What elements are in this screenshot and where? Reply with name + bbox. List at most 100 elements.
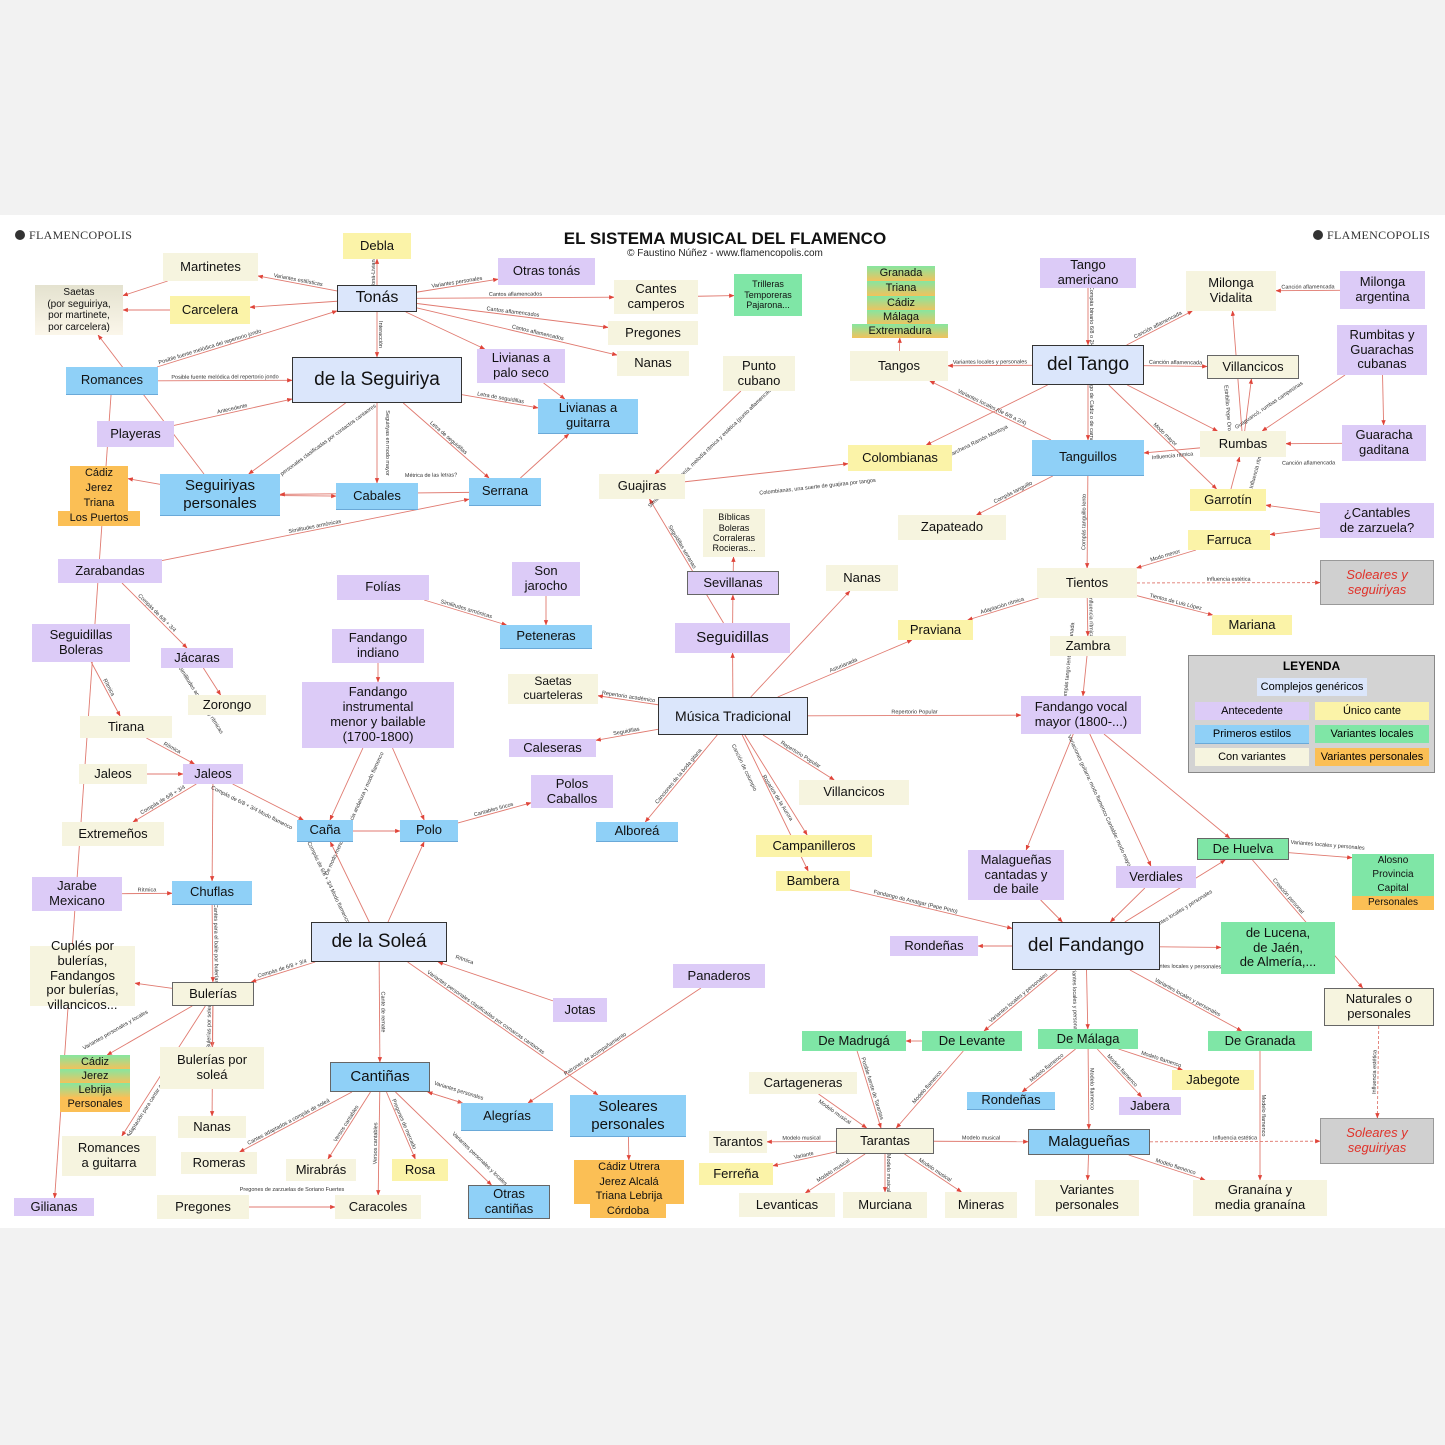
node-romances-guitarra: Romances a guitarra (62, 1136, 156, 1176)
edge-musica_trad-alborea (644, 734, 718, 823)
edge-label: Variantes locales y personales (1070, 963, 1078, 1038)
node-fandango-instr: Fandango instrumental menor y bailable (… (302, 682, 454, 748)
node-tarantas: Tarantas (836, 1128, 934, 1154)
edge-label: Tientos de Luis López (1149, 593, 1203, 612)
edge-fandango_vocal-de_huelva (1103, 733, 1231, 839)
node-villancicos2: Villancicos (799, 780, 909, 805)
node-cs1: Cádiz (70, 466, 128, 481)
edge-romances-tonas (156, 310, 338, 368)
edge-garrotin-rumbas (1230, 456, 1241, 490)
edge-label: Letra de seguidillas (428, 420, 468, 456)
edge-cantinas-romeras (239, 1091, 353, 1153)
node-bulerias: Bulerías (172, 982, 254, 1006)
edge-label: Métrica de las letras? (405, 473, 457, 480)
edge-fandango_instr-polo (392, 747, 425, 821)
edge-label: Similitudes armónicas (288, 519, 342, 535)
edge-label: Modo mayor (1152, 422, 1178, 448)
edge-label: Rítmica (455, 954, 475, 966)
edge-label: Variantes personales y locales (82, 1009, 149, 1051)
node-alegrias: Alegrías (461, 1103, 553, 1131)
node-mineras: Mineras (945, 1192, 1017, 1218)
edge-de_madruga-tarantas (856, 1050, 882, 1129)
edge-naturales-soleares_seg2 (1375, 1025, 1380, 1119)
edge-del_tango-garrotin (1108, 384, 1217, 490)
edge-label: Modelo flamenco (1088, 1068, 1094, 1110)
edge-label: Modelo flamenco (1155, 1158, 1197, 1177)
node-ah4: Personales (1352, 896, 1434, 910)
edge-musica_trad-caleseras (595, 728, 659, 742)
node-cabales: Cabales (336, 483, 418, 510)
node-jarabe: Jarabe Mexicano (32, 877, 122, 911)
edge-cantinas-rosa (386, 1091, 416, 1160)
edge-cantinas-otras_cantinas (395, 1091, 492, 1186)
edge-farruca-tientos (1136, 549, 1197, 569)
edge-del_tango-villancicos1 (1143, 364, 1208, 369)
edge-label: Influencia estética (1372, 1049, 1379, 1094)
edge-fandango_vocal-malaguenas_cantadas (1025, 733, 1074, 851)
node-cantes-camperos: Cantes camperos (614, 280, 698, 314)
node-carcelera: Carcelera (170, 296, 250, 324)
edge-de_huelva-ah1 (1288, 852, 1353, 860)
node-cb2: Jerez (60, 1069, 130, 1083)
edge-rumbitas-rumbas (1261, 374, 1346, 432)
edge-seguidillas_boleras-tirana (90, 661, 121, 717)
edge-musica_trad-villancicos2 (762, 734, 835, 781)
edge-de_la_solea-soleares_personales (407, 961, 599, 1096)
edge-label: Adaptación rítmica (980, 596, 1026, 616)
node-rumbitas: Rumbitas y Guarachas cubanas (1337, 325, 1427, 375)
node-cuples: Cuplés por bulerías, Fandangos por buler… (30, 938, 135, 1012)
node-tonas: Tonás (337, 285, 417, 312)
node-so2: Jerez Alcalá (574, 1175, 684, 1190)
edge-jaleos2-cana (232, 783, 304, 821)
edge-label: Variantes locales y personales (1153, 977, 1221, 1018)
edge-del_fandango-de_granada (1129, 969, 1243, 1032)
edge-label: Pregones de zarzuelas de Soriano Fuertes (240, 1187, 345, 1193)
node-polos-caballos: Polos Caballos (531, 775, 613, 808)
edge-seguidillas-guajiras (649, 498, 724, 624)
node-pregones1: Pregones (608, 321, 698, 345)
edge-label: Influencia estética (1206, 577, 1251, 583)
edge-label: Modelo flamenco (1260, 1095, 1266, 1137)
edge-tonas-nanas1 (416, 307, 618, 357)
node-sevillanas: Sevillanas (687, 571, 779, 595)
edge-bulerias-cuples (134, 981, 173, 989)
edge-chuflas-bulerias (210, 904, 215, 983)
edge-livianas_seco-livianas_guitarra (543, 382, 566, 400)
edge-tientos-mariana (1136, 595, 1214, 616)
edge-musica_trad-fandango_vocal (807, 713, 1022, 718)
node-guajiras: Guajiras (599, 474, 685, 499)
edge-label: Variantes personales (433, 1081, 484, 1102)
edge-de_la_solea-bulerias (250, 961, 316, 983)
edge-label: Canciones de la boda gitana (654, 747, 704, 805)
edge-label: Asturianada (829, 657, 859, 674)
node-biblicas: Bíblicas Boleras Corraleras Rocieras... (703, 509, 765, 557)
node-tarantos: Tarantos (709, 1131, 767, 1153)
edge-del_fandango-de_malaga (1085, 969, 1090, 1030)
node-soleares-personales: Soleares personales (570, 1095, 686, 1137)
edge-alegrias-cantinas (427, 1091, 463, 1104)
node-gilianas: Gilianas (14, 1198, 94, 1216)
edge-malaguenas-granaina (1128, 1154, 1206, 1181)
edge-label: Canción aflamencada (1149, 360, 1203, 367)
legend-item-con-variantes: Con variantes (1195, 748, 1309, 766)
legend-item-primeros: Primeros estilos (1195, 725, 1309, 744)
edge-label: Compás tanguillo (993, 480, 1034, 505)
node-punto-cubano: Punto cubano (723, 356, 795, 391)
node-seguidillas: Seguidillas (675, 623, 790, 653)
edge-label: Seguidillas serranas (666, 524, 697, 570)
edge-seguiriya-serrana (402, 402, 490, 479)
node-ferrena: Ferreña (699, 1163, 773, 1185)
edge-label: Repertorio Popular (779, 740, 821, 770)
edge-label: Compás binario 6/8 o 2/4 (1088, 286, 1094, 347)
node-rosa: Rosa (392, 1159, 448, 1181)
node-nanas3: Nanas (178, 1116, 246, 1138)
node-livianas-guitarra: Livianas a guitarra (538, 399, 638, 434)
edge-malaguenas_cantadas-del_fandango (1040, 899, 1063, 923)
node-jotas: Jotas (553, 998, 607, 1022)
edge-serrana-livianas_guitarra (520, 433, 570, 479)
node-so1: Cádiz Utrera (574, 1160, 684, 1175)
edge-tonas-cantes_camperos (416, 295, 615, 300)
node-alborea: Alboreá (596, 822, 678, 842)
edge-de_malaga-rondenas2 (1021, 1048, 1076, 1093)
edge-cantinas-mirabras (327, 1091, 371, 1160)
